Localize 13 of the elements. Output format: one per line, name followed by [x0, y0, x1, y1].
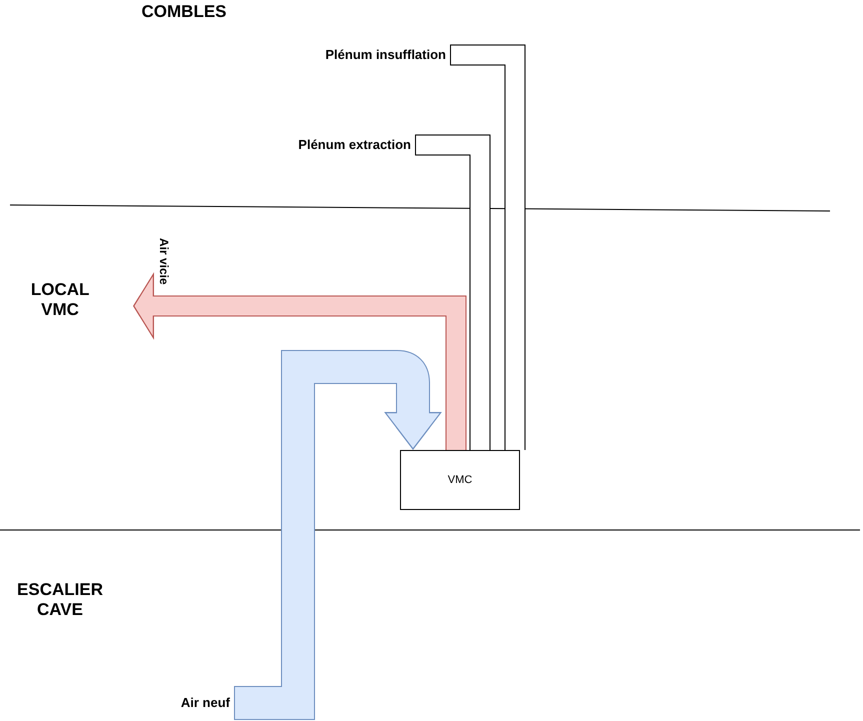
duct-pipe	[415, 134, 490, 450]
zone-label: COMBLES	[142, 2, 226, 22]
zone-label: LOCAL VMC	[30, 280, 90, 320]
ventilation-unit-box	[400, 450, 520, 510]
unit-label: VMC	[448, 474, 472, 486]
zone-label: ESCALIER CAVE	[17, 580, 103, 620]
plenum-label: Plénum extraction	[298, 135, 415, 155]
air-inlet-label: Air neuf	[180, 694, 234, 712]
block-arrow	[133, 272, 466, 450]
duct-pipe	[450, 44, 526, 450]
plenum-label: Plénum insufflation	[325, 45, 450, 65]
edge-label: Air vicie	[157, 238, 171, 285]
block-arrow	[234, 350, 442, 720]
